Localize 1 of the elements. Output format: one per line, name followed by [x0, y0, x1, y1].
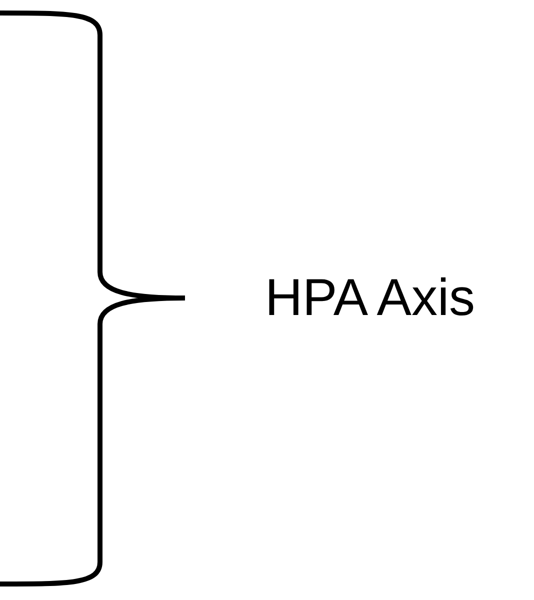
axis-label: HPA Axis	[265, 268, 476, 328]
